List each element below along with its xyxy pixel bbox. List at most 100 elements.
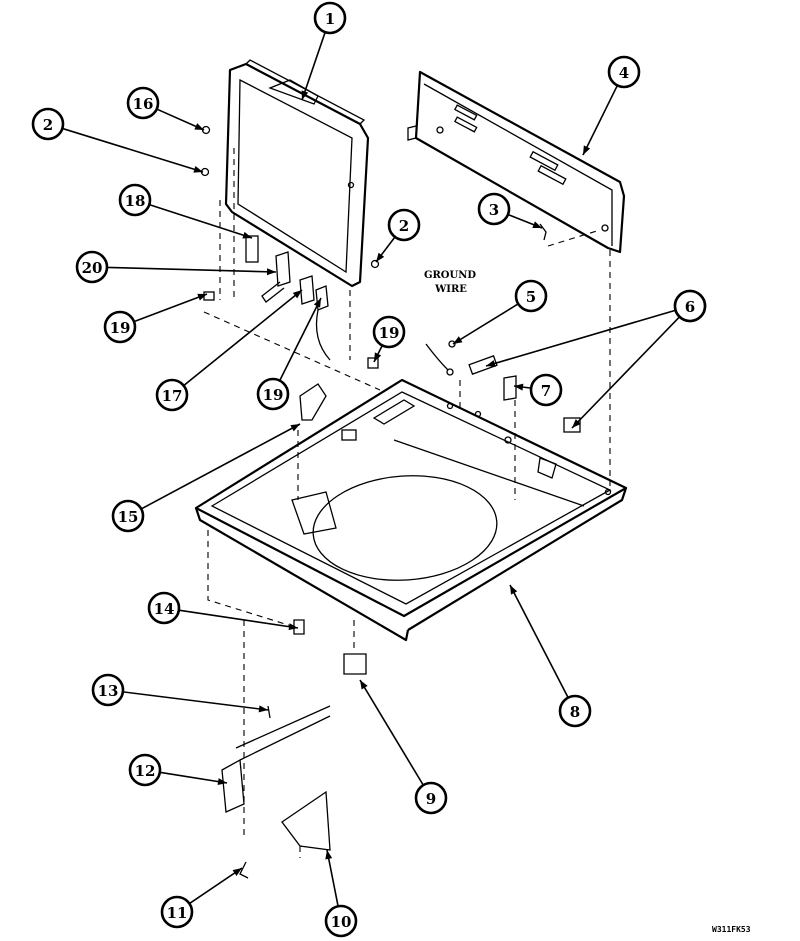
leader-arrowhead-11 [232,868,242,876]
callout-number-2: 2 [399,217,409,235]
leader-line-6 [485,309,676,367]
callout-circle-13 [91,673,125,707]
leader-line-14 [178,609,299,629]
callout-leaders [62,31,681,907]
callout-number-1: 1 [325,10,335,28]
callout-number-7: 7 [541,382,551,400]
callout-19: 19 [372,315,406,349]
callout-20: 20 [75,250,109,284]
callout-circle-14 [147,591,181,625]
callout-9: 9 [414,781,448,815]
leader-line-11 [188,867,243,905]
callout-labels: 1216418232056619191719715148131291110 [31,1,707,938]
callout-circle-19 [372,315,406,349]
leader-line-19 [133,293,208,323]
callout-10: 10 [324,904,358,938]
leader-line-20 [106,266,277,273]
leader-line-12 [159,771,228,784]
callout-15: 15 [111,499,145,533]
callout-circle-19 [103,310,137,344]
callout-number-4: 4 [619,64,629,82]
leader-arrowhead-18 [242,231,252,239]
callout-number-2: 2 [43,116,53,134]
callout-4: 4 [607,55,641,89]
callout-number-19: 19 [110,319,131,337]
callout-5: 5 [514,279,548,313]
leader-arrowhead-3 [532,221,542,228]
callout-number-10: 10 [331,913,352,931]
callout-circle-7 [529,373,563,407]
leader-arrowhead-14 [288,623,298,631]
leader-line-4 [582,85,619,156]
callout-11: 11 [160,895,194,929]
callout-circle-20 [75,250,109,284]
assembly-guide-lines [203,148,611,858]
leader-line-17 [183,289,303,387]
leader-arrowhead-9 [360,680,368,690]
leader-arrowhead-19 [313,298,321,308]
callout-8: 8 [558,694,592,728]
callout-circle-18 [118,183,152,217]
leader-arrowhead-8 [510,585,518,595]
callout-circle-5 [514,279,548,313]
callout-2: 2 [387,208,421,242]
callout-13: 13 [91,673,125,707]
callout-number-12: 12 [135,762,156,780]
callout-number-18: 18 [125,192,146,210]
leader-arrowhead-6 [572,419,581,428]
ground-wire-label-line2: WIRE [434,284,467,295]
leader-line-6 [571,316,681,429]
leader-arrowhead-16 [194,123,204,130]
drawing-code: W311FK53 [712,925,751,934]
callout-1: 1 [313,1,347,35]
callout-3: 3 [477,192,511,226]
callout-circle-2 [31,107,65,141]
leader-arrowhead-5 [453,336,463,344]
callout-circle-9 [414,781,448,815]
callout-number-16: 16 [133,95,154,113]
callout-19: 19 [103,310,137,344]
callout-circle-15 [111,499,145,533]
leader-line-13 [122,691,269,711]
callout-16: 16 [126,86,160,120]
leader-line-9 [359,679,424,786]
leader-arrowhead-10 [325,850,333,860]
callout-circle-11 [160,895,194,929]
callout-circle-1 [313,1,347,35]
callout-number-14: 14 [154,600,175,618]
lid-part [224,59,370,288]
leader-arrowhead-19 [374,352,382,362]
leader-arrowhead-2 [376,252,385,262]
leader-arrowhead-13 [258,705,268,713]
callout-number-19: 19 [379,324,400,342]
back-panel-part [407,70,626,254]
callout-7: 7 [529,373,563,407]
leader-arrowhead-17 [292,290,302,299]
leader-line-10 [326,849,339,907]
leader-arrowhead-7 [514,383,524,391]
callout-number-9: 9 [426,790,436,808]
callout-circle-8 [558,694,592,728]
leader-line-15 [140,423,301,510]
leader-line-5 [452,303,519,345]
callout-number-19: 19 [263,386,284,404]
callout-circle-16 [126,86,160,120]
leader-arrowhead-2 [193,165,203,173]
callout-number-11: 11 [167,904,188,922]
hardware-small-parts [200,125,581,879]
leader-arrowhead-19 [197,293,207,301]
callout-circle-4 [607,55,641,89]
leader-line-1 [301,31,326,101]
leader-line-2 [62,127,204,173]
callout-18: 18 [118,183,152,217]
leader-arrowhead-20 [266,268,276,276]
leader-arrowhead-1 [301,90,309,100]
callout-12: 12 [128,753,162,787]
callout-6: 6 [673,289,707,323]
callout-number-20: 20 [82,259,103,277]
callout-17: 17 [155,378,189,412]
callout-number-5: 5 [526,288,536,306]
callout-14: 14 [147,591,181,625]
callout-number-3: 3 [489,201,499,219]
leader-arrowhead-12 [217,778,227,786]
